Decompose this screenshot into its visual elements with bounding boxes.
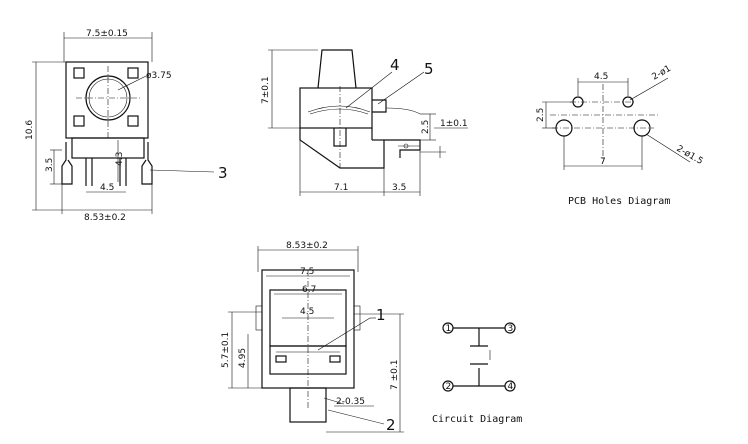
top-height-label: 10.6 [25,120,35,140]
side-dim-35: 3.5 [392,183,406,193]
front-h7: 7 ±0.1 [390,360,400,390]
side-dim-1: 1±0.1 [440,119,468,129]
side-dim-25: 2.5 [421,120,431,134]
top-body-label: 4.3 [115,152,125,166]
top-pitch-label: 4.5 [100,183,114,193]
pcb-pitch-top: 4.5 [594,72,608,82]
pcb-row-gap: 2.5 [536,108,546,122]
callout-3: 3 [218,164,228,182]
circuit-pin-4-label: 4 [508,382,514,392]
pcb-pitch-bottom: 7 [600,157,606,167]
circuit-diagram: 1 3 2 4 Circuit Diagram [432,322,522,425]
front-w45: 4.5 [300,307,314,317]
top-leg-label: 3.5 [45,158,55,172]
front-w67: 6.7 [302,285,316,295]
top-dia-label: ø3.75 [146,71,172,81]
front-w75: 7.5 [300,267,314,277]
pcb-hole-large-label: 2-ø1.5 [675,144,705,167]
circuit-caption: Circuit Diagram [432,414,522,425]
top-total-label: 8.53±0.2 [84,213,126,223]
top-width-label: 7.5±0.15 [86,29,128,39]
callout-5: 5 [424,60,434,78]
circuit-pin-3-label: 3 [508,324,514,334]
callout-1: 1 [376,306,386,324]
front-slot-label: 2-0.35 [336,397,365,407]
pcb-holes-view: 4.5 2-ø1 2.5 7 2-ø1.5 PCB Holes Diagram [536,64,704,207]
side-height-label: 7±0.1 [261,76,271,104]
callout-4: 4 [390,56,400,74]
circuit-pin-2-label: 2 [446,382,452,392]
side-dim-71: 7.1 [334,183,348,193]
front-view: 8.53±0.2 7.5 6.7 4.5 5.7±0.1 4.95 [221,241,404,434]
front-h57: 5.7±0.1 [221,332,231,368]
pcb-caption: PCB Holes Diagram [568,196,670,207]
side-view: 7±0.1 4 5 2.5 1±0.1 [261,49,468,196]
top-view: 7.5±0.15 ø3.75 10.6 3.5 [25,29,228,223]
pcb-hole-small-label: 2-ø1 [651,64,674,83]
circuit-pin-1-label: 1 [446,324,452,334]
callout-2: 2 [386,416,396,434]
front-total-label: 8.53±0.2 [286,241,328,251]
front-h495: 4.95 [238,348,248,368]
